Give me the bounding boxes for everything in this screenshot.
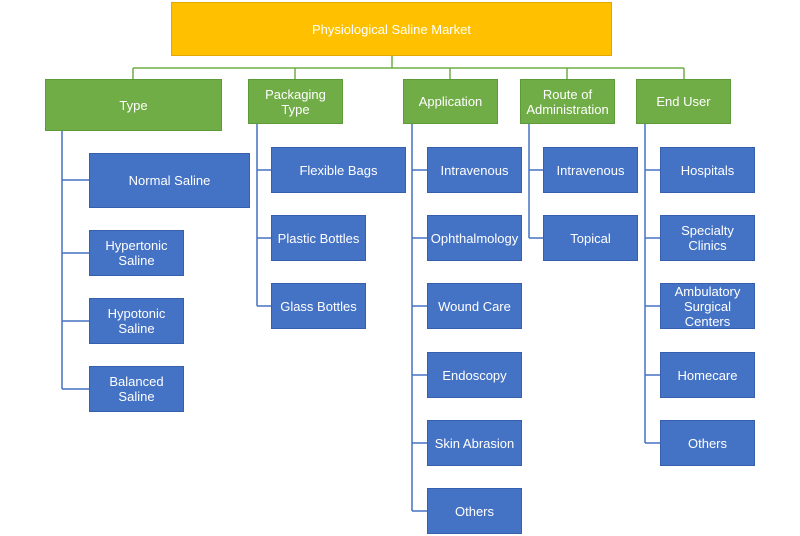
item-hypotonic-saline: Hypotonic Saline: [89, 298, 184, 344]
item-topical: Topical: [543, 215, 638, 261]
category-application: Application: [403, 79, 498, 124]
item-balanced-saline: Balanced Saline: [89, 366, 184, 412]
item-skin-abrasion: Skin Abrasion: [427, 420, 522, 466]
category-end-user: End User: [636, 79, 731, 124]
item-normal-saline: Normal Saline: [89, 153, 250, 208]
item-flexible-bags: Flexible Bags: [271, 147, 406, 193]
item-glass-bottles: Glass Bottles: [271, 283, 366, 329]
item-ophthalmology: Ophthalmology: [427, 215, 522, 261]
item-specialty-clinics: Specialty Clinics: [660, 215, 755, 261]
item-homecare: Homecare: [660, 352, 755, 398]
item-plastic-bottles: Plastic Bottles: [271, 215, 366, 261]
category-packaging-type: Packaging Type: [248, 79, 343, 124]
item-endoscopy: Endoscopy: [427, 352, 522, 398]
item-others-user: Others: [660, 420, 755, 466]
item-intravenous-route: Intravenous: [543, 147, 638, 193]
category-route-of-administration: Route of Administration: [520, 79, 615, 124]
item-intravenous-app: Intravenous: [427, 147, 522, 193]
item-ambulatory-surgical-centers: Ambulatory Surgical Centers: [660, 283, 755, 329]
item-hospitals: Hospitals: [660, 147, 755, 193]
category-type: Type: [45, 79, 222, 131]
item-hypertonic-saline: Hypertonic Saline: [89, 230, 184, 276]
item-wound-care: Wound Care: [427, 283, 522, 329]
root-node: Physiological Saline Market: [171, 2, 612, 56]
item-others-app: Others: [427, 488, 522, 534]
